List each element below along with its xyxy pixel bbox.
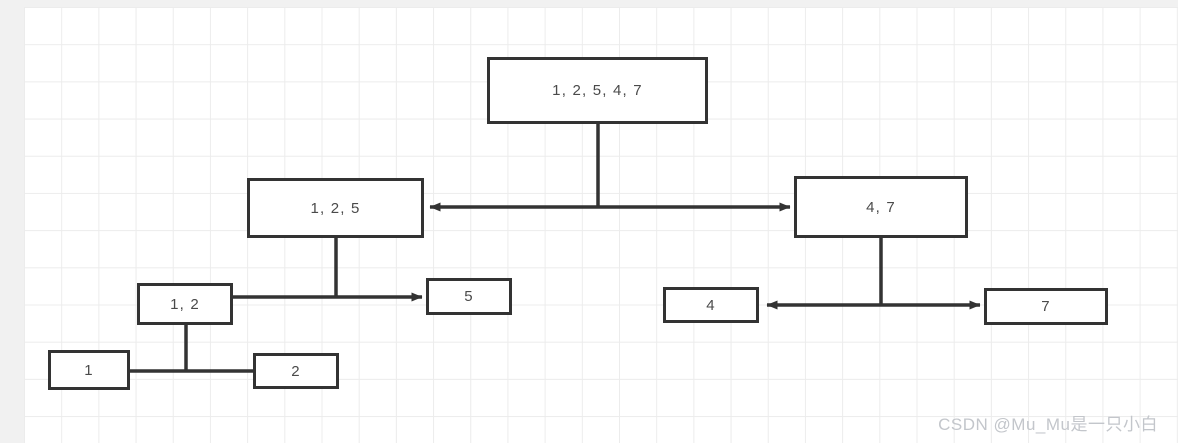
node-five[interactable]: 5 [426,278,512,315]
watermark-text: CSDN @Mu_Mu是一只小白 [938,415,1158,434]
node-two[interactable]: 2 [253,353,339,389]
node-one-two[interactable]: 1, 2 [137,283,233,325]
node-root[interactable]: 1, 2, 5, 4, 7 [487,57,708,124]
node-one[interactable]: 1 [48,350,130,390]
node-seven[interactable]: 7 [984,288,1108,325]
node-right-merge[interactable]: 4, 7 [794,176,968,238]
node-left-merge[interactable]: 1, 2, 5 [247,178,424,238]
node-four[interactable]: 4 [663,287,759,323]
